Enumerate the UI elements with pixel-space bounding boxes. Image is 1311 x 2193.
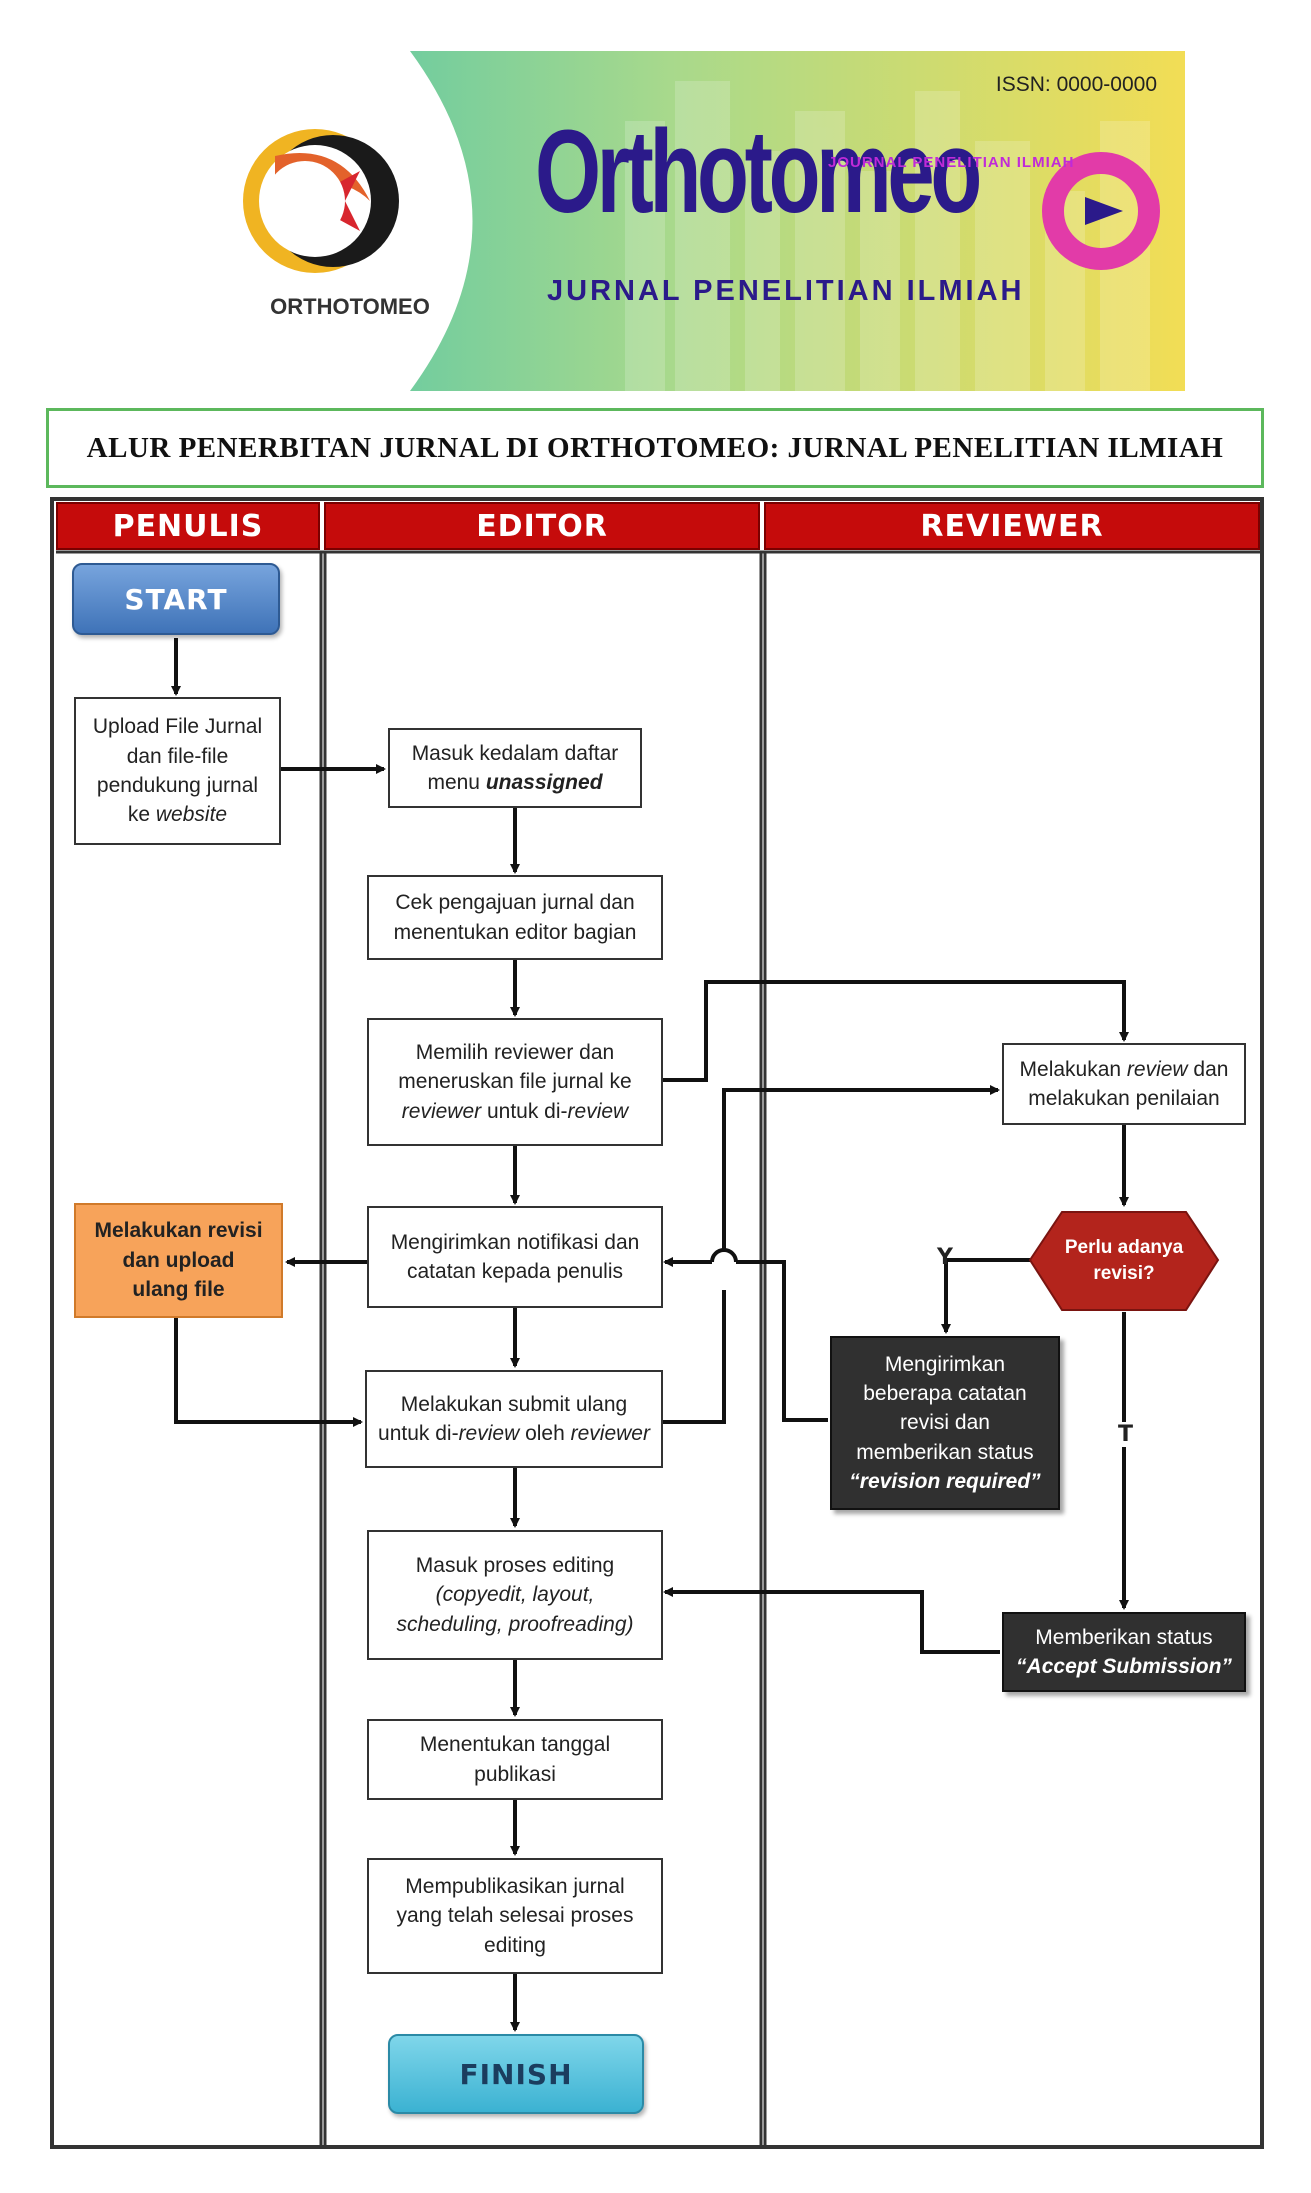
arrow-accept-editing	[663, 1587, 1000, 1654]
pink-ring-icon	[1042, 152, 1160, 270]
issn-text: ISSN: 0000-0000	[995, 73, 1157, 96]
journal-banner: ORTHOTOMEO ISSN: 0000-0000 Orthotomeo JO…	[155, 51, 1185, 391]
brand-name: Orthotomeo	[535, 106, 982, 238]
node-accept-submission: Memberikan status“Accept Submission”	[1002, 1612, 1246, 1692]
start-terminal: START	[72, 563, 280, 635]
node-proses-editing: Masuk proses editing(copyedit, layout,sc…	[367, 1530, 663, 1660]
decision-label-no: T	[1116, 1422, 1136, 1447]
finish-terminal: FINISH	[388, 2034, 644, 2114]
arrow-revisi-submit	[174, 1318, 363, 1427]
decision-hexagon-shape	[1028, 1211, 1220, 1311]
arrow-submit-review-b	[722, 1085, 1000, 1250]
lane-header-reviewer: REVIEWER	[764, 502, 1260, 550]
arrow-submit-review-a	[661, 1290, 726, 1424]
lane-header-penulis: PENULIS	[56, 502, 320, 550]
lane-dividers	[56, 550, 1260, 2145]
orthotomeo-logo	[243, 129, 399, 273]
arrow-memilih-review	[661, 980, 1129, 1082]
arrow-decision-yes	[941, 1258, 1030, 1334]
skyline-icon	[625, 81, 1150, 391]
arrow-crossing-hop	[710, 1248, 738, 1263]
lane-header-editor: EDITOR	[324, 502, 760, 550]
flowchart-title-box: ALUR PENERBITAN JURNAL DI ORTHOTOMEO: JU…	[46, 408, 1264, 488]
decision-label-yes: Y	[937, 1245, 953, 1270]
flowchart-title: ALUR PENERBITAN JURNAL DI ORTHOTOMEO: JU…	[86, 431, 1224, 464]
brand-tagline: JURNAL PENELITIAN ILMIAH	[547, 275, 1025, 307]
logo-caption: ORTHOTOMEO	[270, 294, 430, 319]
banner-graphic	[155, 51, 1185, 391]
brand-small-caption: JOURNAL PENELITIAN ILMIAH	[828, 154, 1075, 171]
arrow-catatan-notifikasi-a	[736, 1260, 828, 1422]
